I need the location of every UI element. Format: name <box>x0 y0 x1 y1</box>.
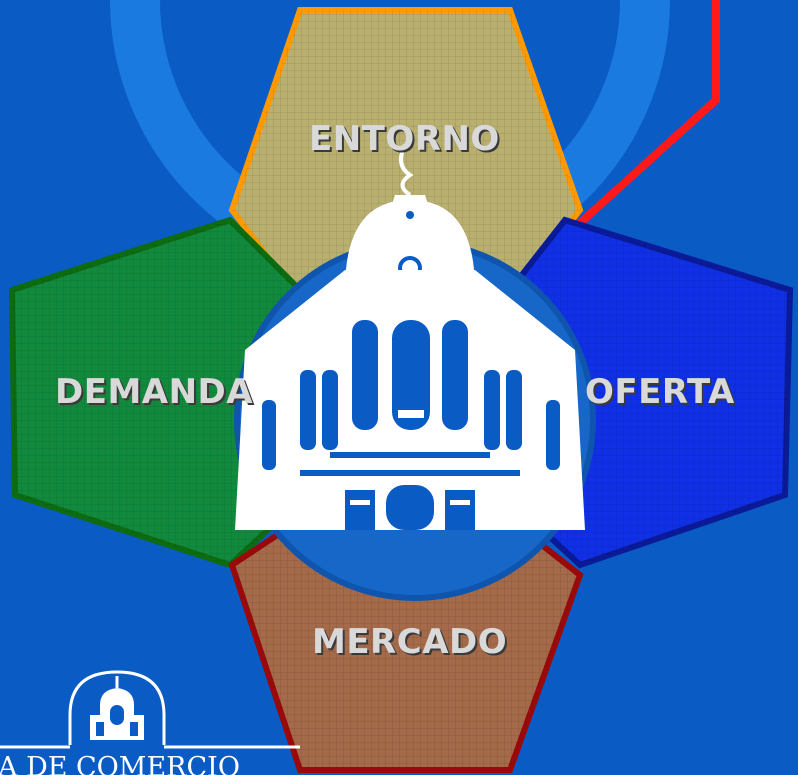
building-icon <box>235 144 585 530</box>
label-demanda: DEMANDA <box>55 372 254 412</box>
footer-organization-name: ASA DE COMERCIO <box>0 752 240 775</box>
building-logo-icon <box>0 670 300 749</box>
label-mercado: MERCADO <box>312 622 508 662</box>
segment-demanda[interactable] <box>8 216 303 569</box>
segment-entorno[interactable] <box>228 7 584 303</box>
label-entorno: ENTORNO <box>309 119 500 159</box>
label-oferta: OFERTA <box>585 372 735 412</box>
